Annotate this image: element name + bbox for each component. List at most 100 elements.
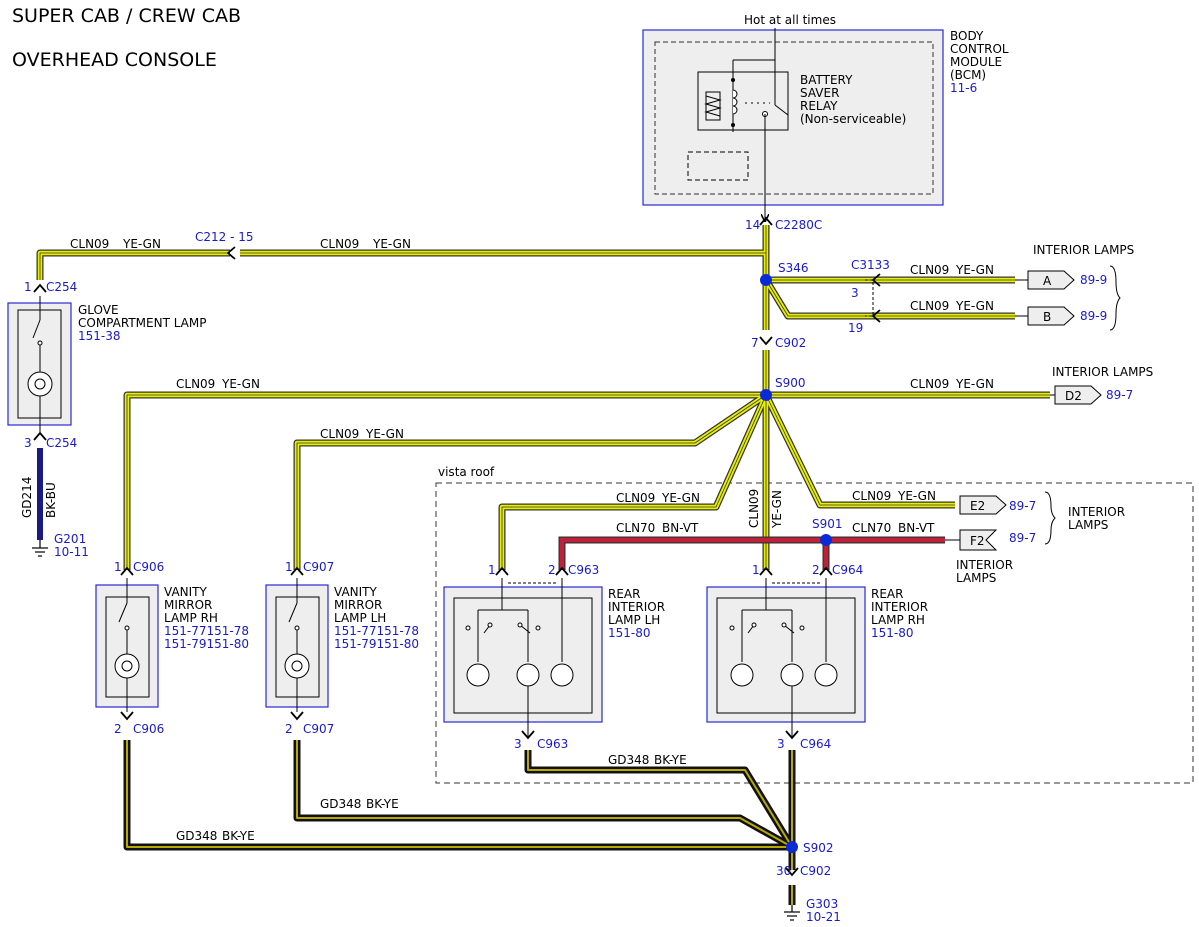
svg-text:3: 3 [24, 436, 32, 450]
svg-text:(Non-serviceable): (Non-serviceable) [800, 112, 906, 126]
svg-text:BN-VT: BN-VT [662, 521, 699, 535]
svg-text:10-21: 10-21 [806, 910, 841, 924]
svg-text:151-79151-80: 151-79151-80 [164, 637, 249, 651]
vanity-lh-label: VANITY [334, 585, 377, 599]
c2280c-label: C2280C [775, 218, 822, 232]
svg-text:CLN09: CLN09 [910, 263, 949, 277]
svg-text:151-80: 151-80 [871, 626, 914, 640]
svg-text:YE-GN: YE-GN [955, 299, 994, 313]
svg-text:151-79151-80: 151-79151-80 [334, 637, 419, 651]
glove-lamp-label: GLOVE [78, 303, 119, 317]
g303-label: G303 [806, 897, 838, 911]
svg-text:3: 3 [777, 737, 785, 751]
connector-arrows [33, 216, 881, 877]
svg-text:C902: C902 [800, 864, 831, 878]
svg-text:151-77151-78: 151-77151-78 [334, 624, 419, 638]
page-title: SUPER CAB / CREW CAB [12, 5, 241, 27]
svg-text:MODULE: MODULE [950, 55, 1002, 69]
svg-text:YE-GN: YE-GN [365, 427, 404, 441]
ground-g201-icon [32, 540, 48, 557]
splice-s901 [820, 534, 832, 546]
svg-text:F2: F2 [970, 534, 985, 548]
offpage-a [1027, 270, 1075, 290]
svg-text:1: 1 [488, 563, 496, 577]
vanity-rh-bulb-icon [114, 653, 140, 679]
svg-text:C3133: C3133 [851, 258, 890, 272]
svg-text:GD348: GD348 [320, 797, 361, 811]
svg-text:LAMP RH: LAMP RH [164, 611, 218, 625]
svg-text:C907: C907 [303, 560, 334, 574]
bcm-dashed-block [687, 151, 749, 181]
svg-text:C254: C254 [46, 436, 77, 450]
s901-label: S901 [812, 517, 843, 531]
vanity-rh-label: VANITY [164, 585, 207, 599]
offpage-e2 [959, 495, 1007, 515]
svg-text:COMPARTMENT LAMP: COMPARTMENT LAMP [78, 316, 206, 330]
svg-text:LAMP LH: LAMP LH [608, 613, 660, 627]
s900-label: S900 [775, 376, 806, 390]
offpage-d2 [1054, 385, 1102, 405]
svg-text:BK-YE: BK-YE [366, 797, 399, 811]
svg-text:151-38: 151-38 [78, 329, 121, 343]
s902-label: S902 [803, 841, 834, 855]
vista-roof-region [435, 482, 1194, 784]
interior-lamps-label-mid: INTERIOR LAMPS [1052, 365, 1153, 379]
svg-text:89-7: 89-7 [1106, 388, 1133, 402]
svg-text:1: 1 [285, 560, 293, 574]
svg-text:2: 2 [812, 563, 820, 577]
svg-text:A: A [1043, 274, 1052, 288]
svg-text:YE-GN: YE-GN [122, 237, 161, 251]
svg-text:INTERIOR: INTERIOR [608, 600, 665, 614]
ground-g303-icon [784, 905, 800, 921]
svg-text:C212 - 15: C212 - 15 [195, 230, 254, 244]
svg-text:7: 7 [751, 336, 759, 350]
svg-text:CLN70: CLN70 [852, 521, 891, 535]
svg-text:E2: E2 [970, 499, 985, 513]
svg-text:YE-GN: YE-GN [955, 263, 994, 277]
splice-s902 [786, 841, 798, 853]
connector-labels: C212 - 15 1 C254 3 C254 C3133 3 19 7 C90… [24, 230, 890, 878]
svg-text:SAVER: SAVER [800, 86, 839, 100]
svg-text:YE-GN: YE-GN [372, 237, 411, 251]
svg-text:CLN09: CLN09 [70, 237, 109, 251]
svg-text:BK-BU: BK-BU [44, 482, 58, 518]
svg-text:GD214: GD214 [20, 477, 34, 518]
hot-label: Hot at all times [744, 13, 836, 27]
c3133-bracket [865, 279, 874, 317]
s346-label: S346 [778, 261, 809, 275]
g201-label: G201 [54, 532, 86, 546]
glove-bulb-icon [27, 371, 53, 397]
page-subtitle: OVERHEAD CONSOLE [12, 49, 217, 71]
svg-text:LAMP LH: LAMP LH [334, 611, 386, 625]
svg-text:89-9: 89-9 [1080, 273, 1107, 287]
interior-lamps-label-top: INTERIOR LAMPS [1033, 243, 1134, 257]
bcm-box [642, 29, 944, 206]
svg-text:C906: C906 [133, 722, 164, 736]
svg-text:MIRROR: MIRROR [334, 598, 382, 612]
svg-text:C964: C964 [800, 737, 831, 751]
bcm-inner-dashed [654, 41, 934, 195]
svg-text:LAMPS: LAMPS [956, 571, 996, 585]
relay-label: BATTERY [800, 73, 853, 87]
svg-text:BN-VT: BN-VT [898, 521, 935, 535]
svg-text:151-80: 151-80 [608, 626, 651, 640]
splice-s900 [760, 389, 772, 401]
svg-text:GD348: GD348 [176, 829, 217, 843]
svg-text:14: 14 [745, 218, 760, 232]
svg-text:LAMPS: LAMPS [1068, 518, 1108, 532]
svg-text:CLN09: CLN09 [320, 427, 359, 441]
svg-text:MIRROR: MIRROR [164, 598, 212, 612]
svg-text:YE-GN: YE-GN [897, 489, 936, 503]
svg-text:RELAY: RELAY [800, 99, 838, 113]
splice-s346 [760, 274, 772, 286]
rear-rh-internals [729, 578, 838, 738]
offpage-b [1027, 306, 1075, 326]
svg-text:89-7: 89-7 [1009, 499, 1036, 513]
svg-text:2: 2 [285, 722, 293, 736]
svg-text:C907: C907 [303, 722, 334, 736]
svg-text:10-11: 10-11 [54, 545, 89, 559]
svg-text:89-9: 89-9 [1080, 309, 1107, 323]
svg-text:CLN09: CLN09 [910, 299, 949, 313]
svg-text:YE-GN: YE-GN [661, 491, 700, 505]
